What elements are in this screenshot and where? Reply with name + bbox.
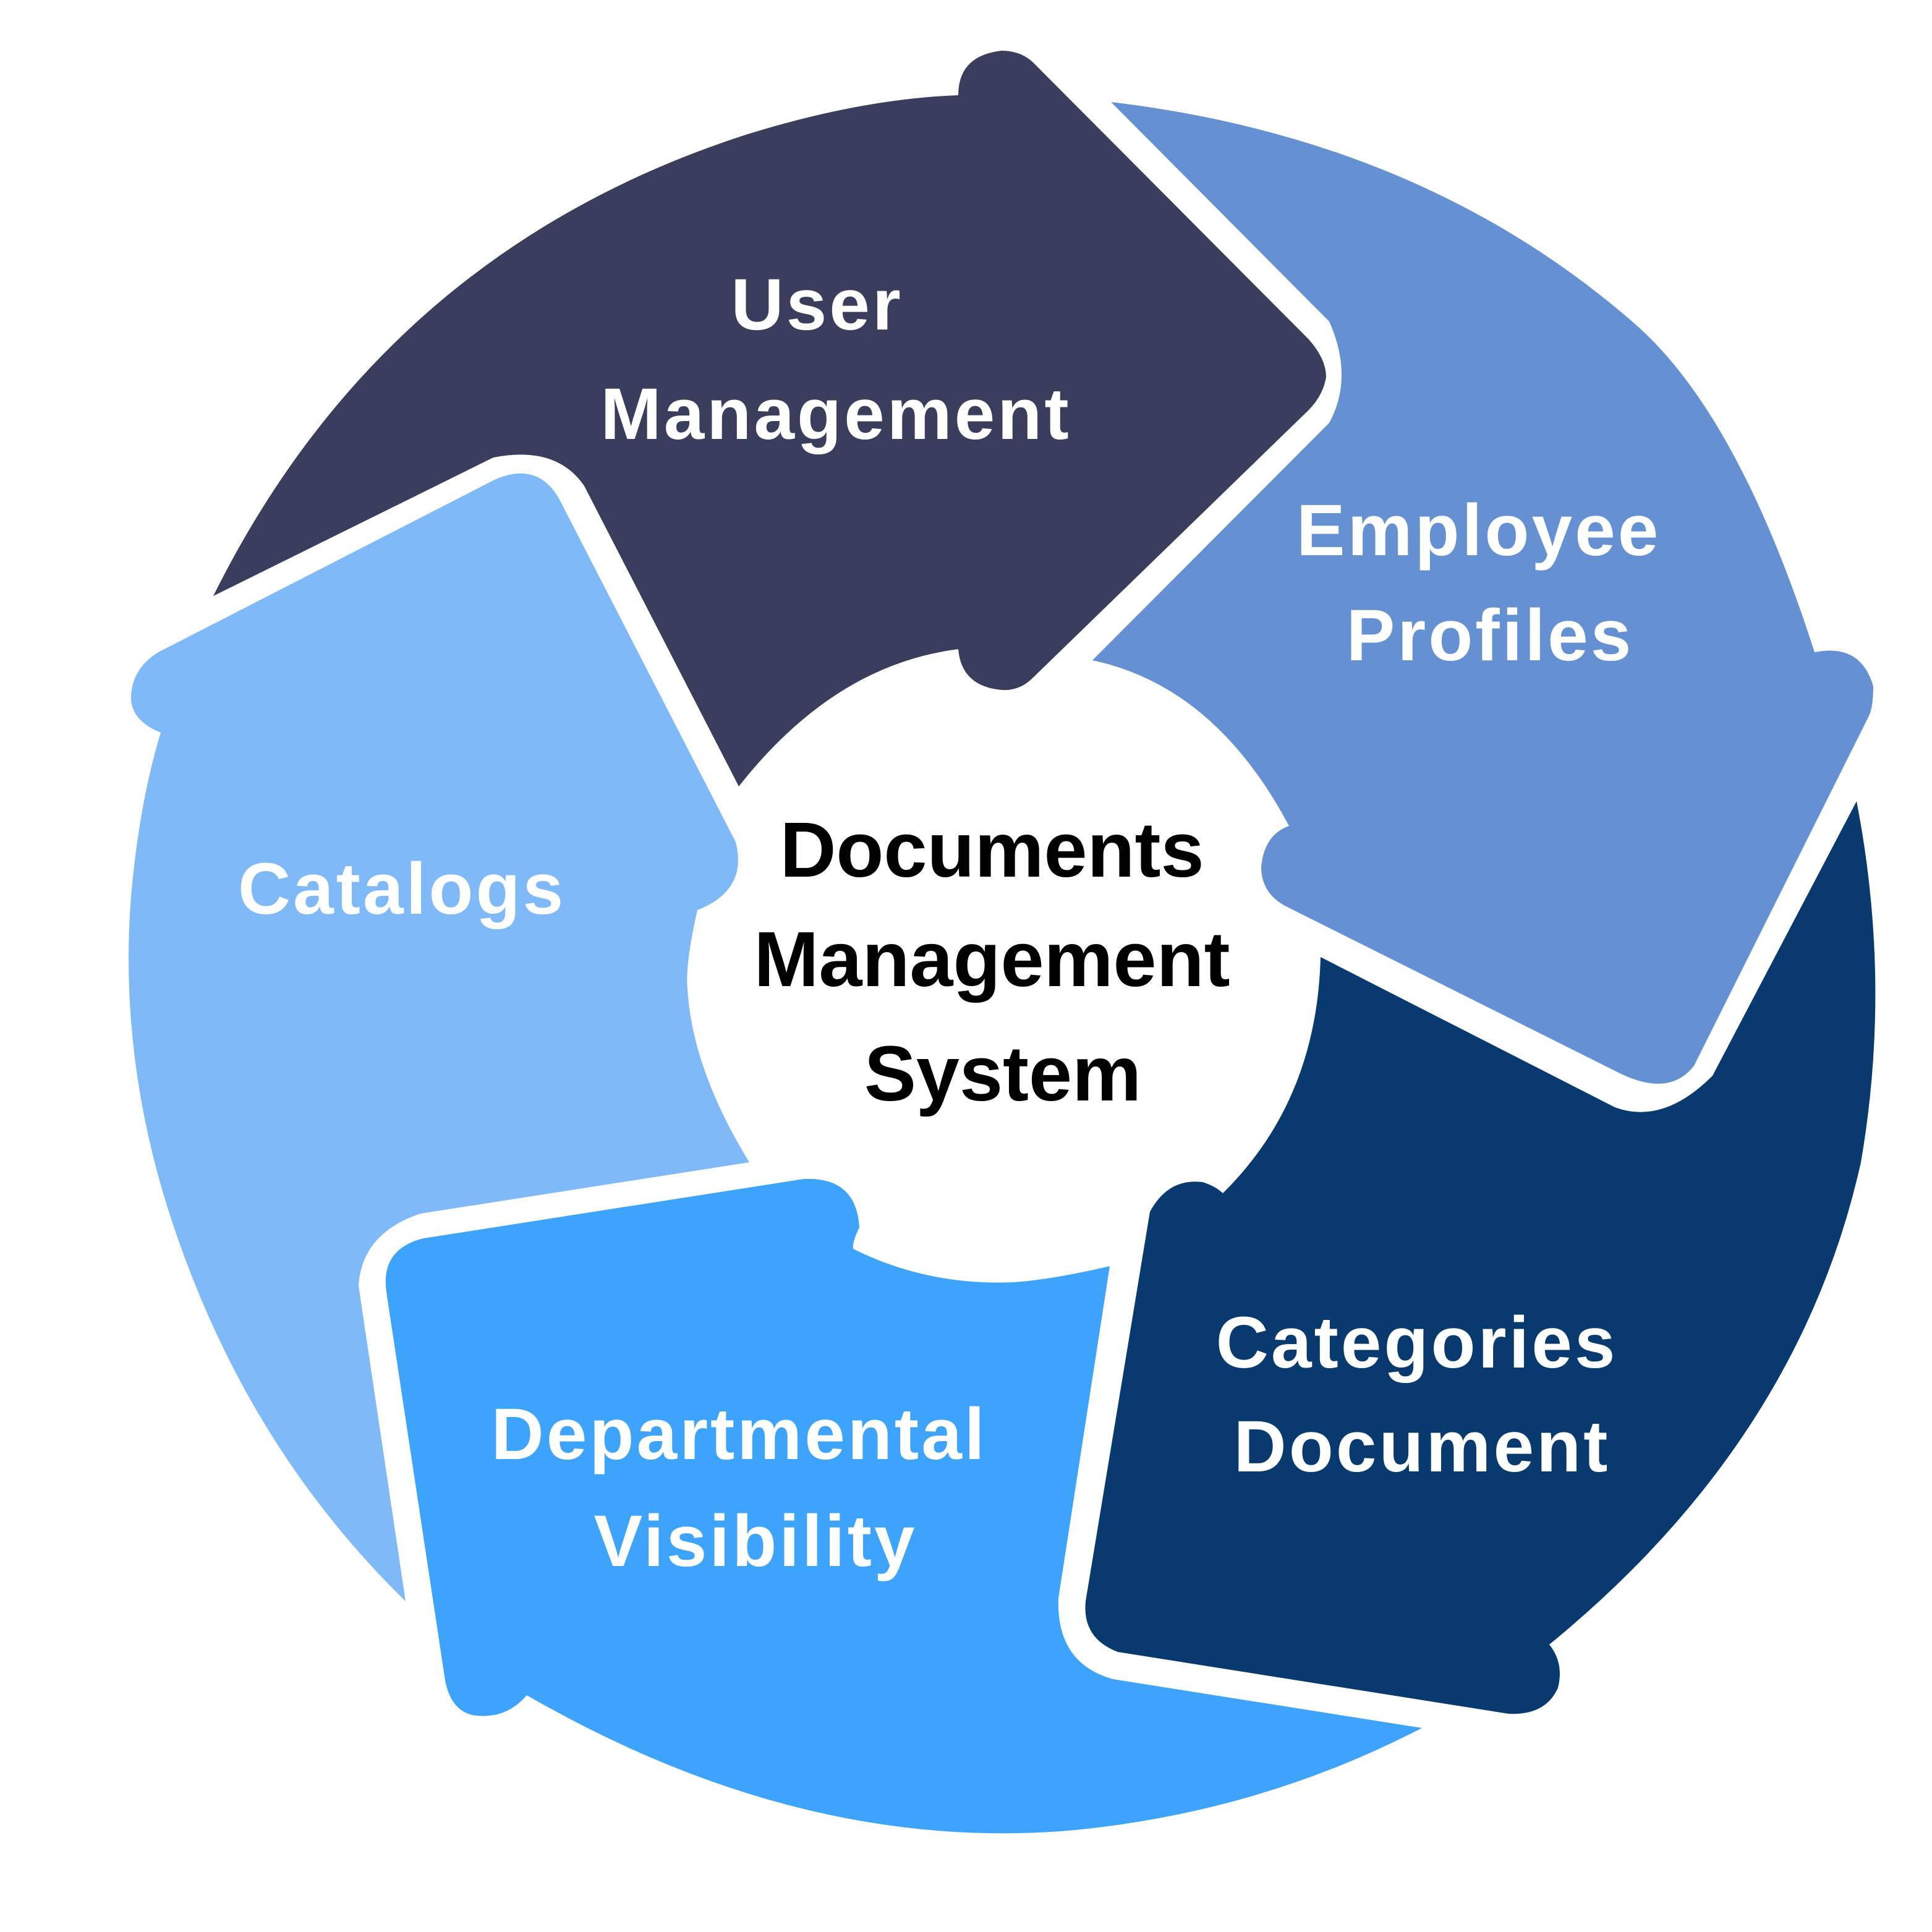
label-catalogs: Catalogs [238, 848, 566, 930]
label-user-management: User Management [600, 264, 1071, 455]
label-departmental-visibility: Departmental Visibility [492, 1394, 1010, 1582]
segment-catalogs [129, 473, 750, 1601]
segment-categories-document [1085, 801, 1876, 1714]
label-categories-document: Categories Document [1216, 1302, 1641, 1487]
segment-employee-profiles [1092, 102, 1873, 1084]
segment-departmental-visibility [385, 1178, 1422, 1834]
center-title: Documents Management System [754, 806, 1251, 1117]
segment-user-management [213, 51, 1326, 786]
label-employee-profiles: Employee Profiles [1296, 490, 1683, 676]
